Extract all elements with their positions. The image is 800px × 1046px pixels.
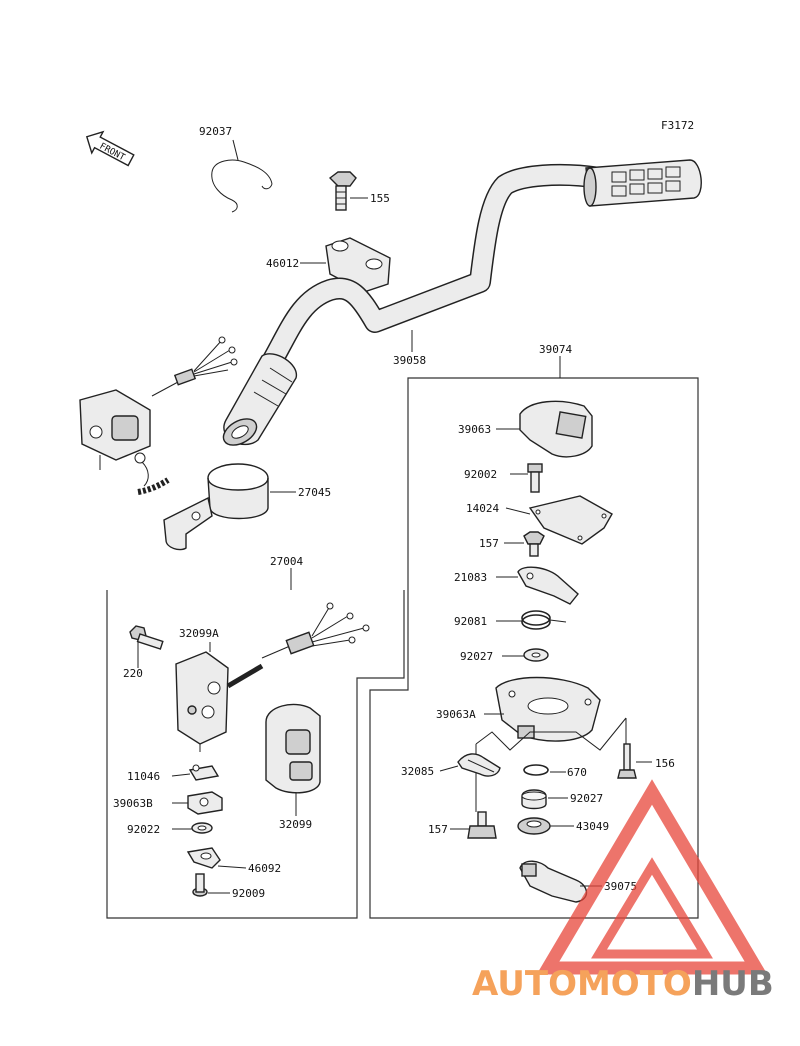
part-92027-upper-washer (502, 648, 549, 662)
part-32099-switch-cover (265, 703, 321, 816)
label-157-upper: 157 (479, 537, 499, 550)
part-155-bolt (328, 171, 368, 211)
front-direction-arrow: FRONT (85, 130, 135, 167)
label-92022: 92022 (127, 823, 160, 836)
label-92009: 92009 (232, 887, 265, 900)
label-39063B: 39063B (113, 797, 153, 810)
part-92002-screw (510, 463, 543, 493)
label-39075: 39075 (604, 880, 637, 893)
part-220-bolt (129, 625, 164, 668)
label-11046: 11046 (127, 770, 160, 783)
part-43049-seal (517, 817, 574, 835)
label-92037: 92037 (199, 125, 232, 138)
watermark-logo (536, 779, 768, 975)
label-157-lower: 157 (428, 823, 448, 836)
left-switch-assembly (79, 336, 238, 495)
label-39074: 39074 (539, 343, 572, 356)
part-157-upper-bolt (504, 531, 545, 557)
label-92081: 92081 (454, 615, 487, 628)
part-92009-screw (192, 873, 230, 897)
part-39063A-housing (484, 676, 601, 742)
label-32099: 32099 (279, 818, 312, 831)
label-39058: 39058 (393, 354, 426, 367)
watermark-text-part2: HUB (692, 964, 774, 1004)
label-46012: 46012 (266, 257, 299, 270)
label-670: 670 (567, 766, 587, 779)
part-92081-spring (496, 610, 567, 630)
label-92002: 92002 (464, 468, 497, 481)
part-157-lower-bolt (450, 811, 497, 839)
figure-code: F3172 (661, 119, 694, 132)
right-grip (583, 159, 702, 207)
label-156: 156 (655, 757, 675, 770)
label-32085: 32085 (401, 765, 434, 778)
part-11046 (171, 764, 220, 781)
part-670-o-ring (523, 764, 566, 776)
label-14024: 14024 (466, 502, 499, 515)
label-92027-upper: 92027 (460, 650, 493, 663)
watermark-text: AUTOMOTOHUB (472, 964, 774, 1004)
part-39063B (172, 791, 223, 815)
part-39063-cover (496, 400, 593, 458)
label-46092: 46092 (248, 862, 281, 875)
part-92037-wire-clip (211, 139, 273, 213)
part-27045-clamp (163, 463, 296, 551)
label-220: 220 (123, 667, 143, 680)
break-line (475, 717, 627, 751)
part-46092-lever (186, 847, 247, 869)
label-155: 155 (370, 192, 390, 205)
part-39058-handlebar (259, 163, 611, 376)
right-frame (369, 377, 699, 919)
part-32099A-switch-housing (175, 602, 370, 752)
left-grip (222, 353, 297, 446)
label-21083: 21083 (454, 571, 487, 584)
label-39063A: 39063A (436, 708, 476, 721)
label-27004: 27004 (270, 555, 303, 568)
watermark-triangle-inner (591, 857, 713, 959)
left-lower-frame (106, 590, 405, 919)
watermark-triangle-outer (536, 779, 768, 975)
label-92027-lower: 92027 (570, 792, 603, 805)
part-92027-lower-bushing (521, 789, 568, 810)
part-14024-gasket (505, 495, 613, 545)
part-156-bolt (617, 743, 652, 779)
label-27045: 27045 (298, 486, 331, 499)
watermark-text-part1: AUTOMOTO (472, 964, 692, 1004)
label-32099A: 32099A (179, 627, 219, 640)
label-43049: 43049 (576, 820, 609, 833)
label-39063: 39063 (458, 423, 491, 436)
part-32085-lever (439, 753, 501, 777)
part-92022-washer (172, 822, 213, 834)
part-21083-bracket (496, 566, 579, 605)
